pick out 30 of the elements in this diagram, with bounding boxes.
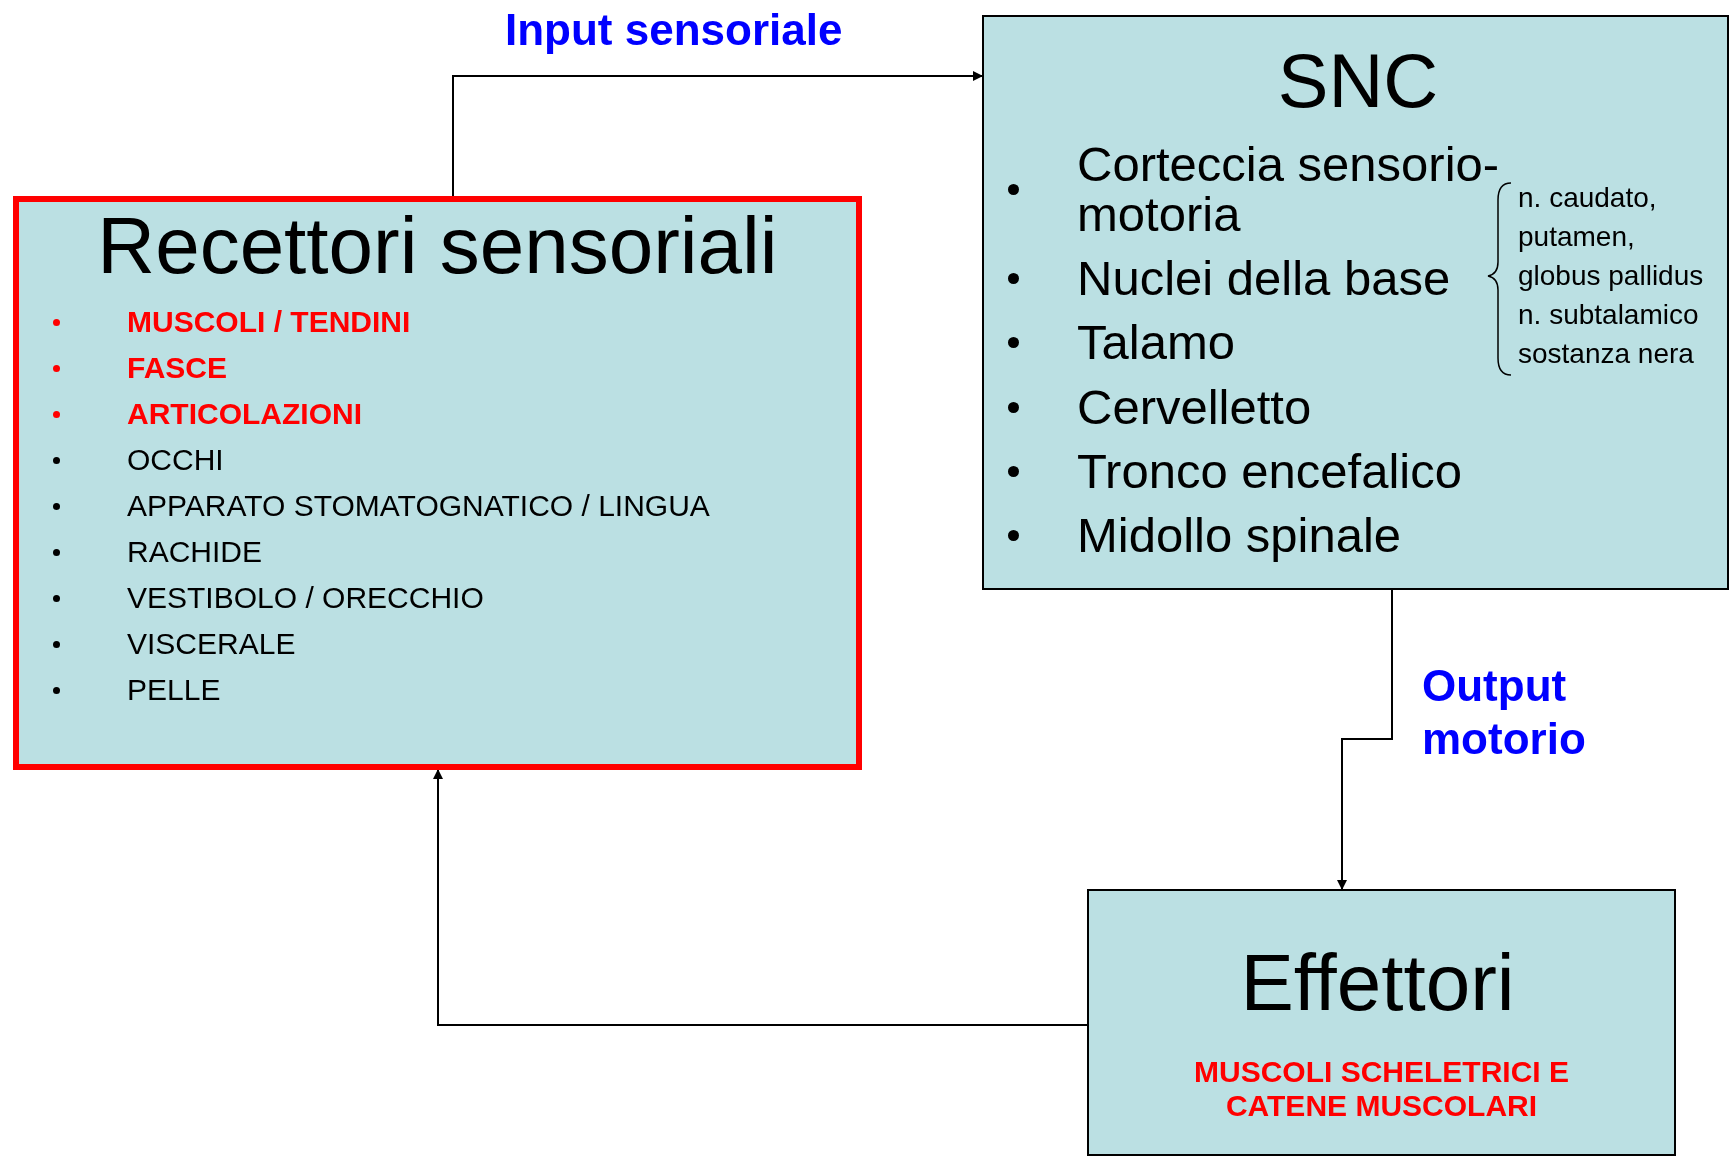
- connector-arrow: [452, 71, 983, 197]
- process-box: [1087, 889, 1676, 1156]
- process-box: [13, 196, 862, 770]
- list-item: OCCHI: [127, 442, 224, 478]
- process-box: [982, 15, 1729, 590]
- list-item: Corteccia sensorio-motoria: [1077, 139, 1501, 239]
- list-item: VISCERALE: [127, 626, 296, 662]
- list-item: RACHIDE: [127, 534, 262, 570]
- list-item: ARTICOLAZIONI: [127, 396, 362, 432]
- connector-arrow: [433, 769, 1088, 1026]
- sub-item-text: n. caudato,: [1518, 181, 1657, 215]
- list-item: VESTIBOLO / ORECCHIO: [127, 580, 484, 616]
- box-title: SNC: [1276, 37, 1440, 125]
- list-item: MUSCOLI / TENDINI: [127, 304, 411, 340]
- list-item: FASCE: [127, 350, 228, 386]
- list-item: APPARATO STOMATOGNATICO / LINGUA: [127, 488, 710, 524]
- sub-item-text: globus pallidus: [1518, 259, 1704, 293]
- box-title: Recettori sensoriali: [96, 200, 779, 292]
- list-item: Midollo spinale: [1077, 510, 1402, 560]
- list-item: Cervelletto: [1077, 382, 1312, 432]
- box-title: Effettori: [1239, 937, 1516, 1029]
- list-item: PELLE: [127, 672, 221, 708]
- connector-arrow: [1337, 589, 1393, 890]
- list-item: Talamo: [1077, 317, 1235, 367]
- sub-item-text: n. subtalamico: [1518, 298, 1699, 332]
- list-item: Tronco encefalico: [1077, 446, 1462, 496]
- sub-item-text: sostanza nera: [1518, 337, 1694, 371]
- sub-item-text: putamen,: [1518, 220, 1635, 254]
- box-subtitle: MUSCOLI SCHELETRICI E CATENE MUSCOLARI: [1193, 1054, 1570, 1124]
- list-item: Nuclei della base: [1077, 253, 1451, 303]
